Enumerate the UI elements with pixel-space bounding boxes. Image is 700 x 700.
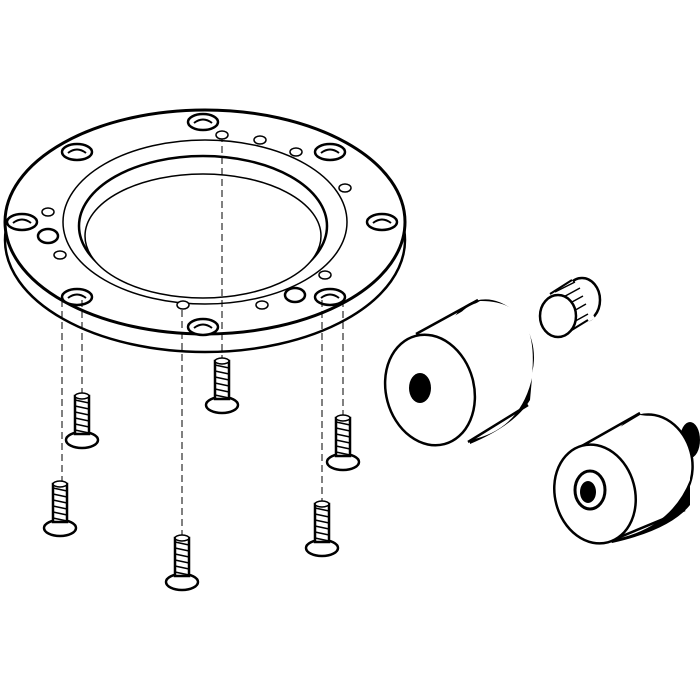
mounting-hole (186, 112, 220, 132)
small-hole (215, 130, 229, 140)
hole-edge (320, 148, 340, 154)
small-hole (289, 147, 303, 157)
spacer-cylinder (383, 298, 534, 447)
countersunk-screw (204, 357, 240, 415)
thread-line (74, 417, 90, 422)
thread-line (214, 388, 230, 393)
countersunk-screw (304, 500, 340, 558)
thread-line (214, 364, 230, 369)
screw-tip (314, 500, 330, 508)
screw-tip (335, 414, 351, 422)
thread-line (335, 421, 351, 426)
thread-line (174, 541, 190, 546)
hole-edge (67, 293, 87, 299)
countersunk-screw (42, 480, 78, 538)
small-hole (318, 270, 332, 280)
hole-edge (67, 148, 87, 154)
small-hole (253, 135, 267, 145)
flange-holes (5, 112, 399, 337)
thread-line (314, 507, 330, 512)
thread-line (214, 376, 230, 381)
screw-tip (174, 534, 190, 542)
countersunk-screw (325, 414, 361, 472)
thread-line (314, 531, 330, 536)
thread-line (335, 439, 351, 444)
screws (42, 357, 361, 592)
assembly-lines (61, 300, 344, 545)
countersunk-screw (164, 534, 200, 592)
thread-line (74, 429, 90, 434)
hole-edge (372, 218, 392, 224)
mounting-hole (60, 287, 94, 307)
thread-line (74, 399, 90, 404)
flange-plate (3, 108, 407, 370)
thread-line (174, 553, 190, 558)
mounting-hole (313, 287, 347, 307)
mounting-hole (313, 142, 347, 162)
thread-line (314, 525, 330, 530)
mounting-hole (365, 212, 399, 232)
thread-line (52, 511, 68, 516)
hole-edge (12, 218, 32, 224)
mounting-hole (60, 142, 94, 162)
small-hole (176, 300, 190, 310)
hole-edge (193, 323, 213, 329)
thread-line (52, 505, 68, 510)
screw-tip (52, 480, 68, 488)
thread-line (335, 427, 351, 432)
centering-cylinder (553, 411, 700, 545)
thread-line (174, 547, 190, 552)
thread-line (335, 451, 351, 456)
thread-line (214, 382, 230, 387)
thread-line (314, 519, 330, 524)
screw-tip (214, 357, 230, 365)
hole-edge (320, 293, 340, 299)
thread-line (174, 571, 190, 576)
thread-line (214, 394, 230, 399)
mounting-hole (5, 212, 39, 232)
thread-line (52, 493, 68, 498)
thread-line (74, 423, 90, 428)
small-hole (338, 183, 352, 193)
thread-line (214, 370, 230, 375)
thread-line (52, 487, 68, 492)
thread-line (74, 411, 90, 416)
thread-line (314, 513, 330, 518)
small-hole (41, 207, 55, 217)
pin-hole (36, 227, 60, 245)
thread-line (174, 559, 190, 564)
thread-line (74, 405, 90, 410)
pin-hole (283, 286, 307, 304)
thread-line (335, 445, 351, 450)
screw-tip (74, 392, 90, 400)
small-hole (53, 250, 67, 260)
hole-edge (193, 118, 213, 124)
mounting-hole (186, 317, 220, 337)
thread-line (174, 565, 190, 570)
threaded-plug (538, 276, 602, 339)
thread-line (314, 537, 330, 542)
countersunk-screw (64, 392, 100, 450)
thread-line (335, 433, 351, 438)
thread-line (52, 499, 68, 504)
small-hole (255, 300, 269, 310)
thread-line (52, 517, 68, 522)
